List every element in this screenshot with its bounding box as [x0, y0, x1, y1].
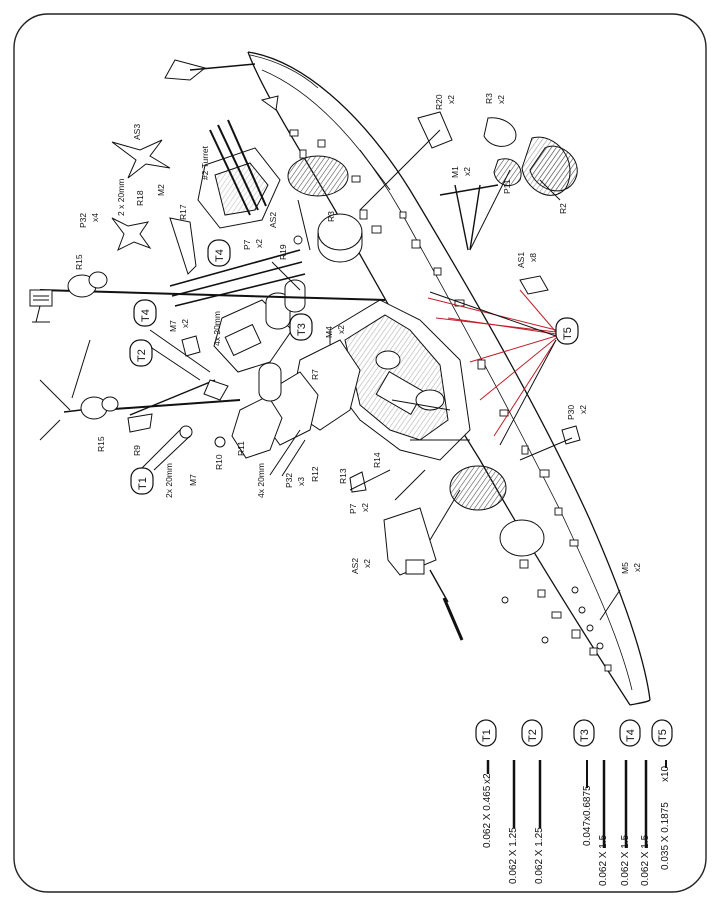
stock-size-t4b: 0.062 X 1.5 [620, 834, 631, 886]
label-m2: M2 [156, 184, 166, 196]
label-p7-upper: P7 [242, 239, 252, 250]
stock-tag-t5: T5 [651, 719, 673, 747]
callout-t4-lower: T4 [133, 299, 157, 327]
superstructure [213, 299, 471, 461]
callout-t3: T3 [289, 313, 313, 341]
upper-right-parts [417, 111, 571, 196]
label-tube-2x20-upper: 2 x 20mm [116, 179, 126, 216]
label-r3-lower: R3 [326, 211, 336, 222]
stock-tag-t2: T2 [521, 719, 543, 747]
label-p7-lower-qty: x2 [360, 503, 370, 512]
stock-tag-t2-text: T2 [527, 729, 539, 742]
label-p30-qty: x2 [578, 405, 588, 414]
callout-t4-lower-text: T4 [140, 309, 152, 322]
label-r20-qty: x2 [446, 95, 456, 104]
stock-tag-t3-text: T3 [579, 729, 591, 742]
part-labels: R20 x2 R3 x2 M1 x2 P11 R2 AS3 #2 Turret … [74, 93, 642, 574]
label-r13: R13 [338, 468, 348, 484]
stock-size-t2b: 0.062 X 1.25 [534, 827, 545, 884]
stock-tag-t4: T4 [619, 719, 641, 747]
label-r14: R14 [372, 452, 382, 468]
label-r19: R19 [278, 244, 288, 260]
label-r17: R17 [178, 204, 188, 220]
t5-leaders-dark [429, 291, 557, 446]
label-m7-lower: M7 [188, 474, 198, 486]
label-as1-qty: x8 [528, 253, 538, 262]
hull [247, 51, 651, 706]
stock-size-t1: 0.062 X 0.465 [482, 785, 493, 848]
label-p32-lower: P32 [284, 473, 294, 488]
label-m7-upper: M7 [168, 320, 178, 332]
label-r11: R11 [236, 441, 246, 456]
label-p32-lower-qty: x3 [296, 477, 306, 486]
callout-t5-text: T5 [562, 327, 574, 340]
stock-size-t3: 0.047x0.6875 [582, 785, 593, 846]
label-m4: M4 [324, 326, 334, 338]
label-r15-lower: R15 [96, 436, 106, 452]
label-r10: R10 [214, 454, 224, 470]
label-tube-4x20-lower: 4x 20mm [256, 463, 266, 498]
callout-t5: T5 [555, 317, 579, 345]
label-r7: R7 [310, 369, 320, 380]
t5-leaders [427, 289, 557, 437]
callout-t1-text: T1 [137, 477, 149, 490]
page-border [13, 13, 707, 893]
label-p11: P11 [502, 179, 512, 194]
label-p32-upper-qty: x4 [90, 213, 100, 222]
label-p7-upper-qty: x2 [254, 239, 264, 248]
stock-tag-t1-text: T1 [481, 729, 493, 742]
stock-tag-t4-text: T4 [625, 729, 637, 742]
callout-t3-text: T3 [296, 323, 308, 336]
stock-size-t2a: 0.062 X 1.25 [508, 827, 519, 884]
label-m5-qty: x2 [632, 563, 642, 572]
stock-size-t4a: 0.062 X 1.5 [598, 834, 609, 886]
label-p30: P30 [566, 405, 576, 420]
label-m5: M5 [620, 562, 630, 574]
stock-qty-t1: x2 [482, 773, 493, 784]
lower-parts [349, 275, 581, 641]
label-as2-lower-qty: x2 [362, 559, 372, 568]
turret-assembly [164, 59, 281, 229]
stock-size-t5: 0.035 X 0.1875 [660, 802, 671, 870]
label-m1: M1 [450, 166, 460, 178]
label-m4-qty: x2 [336, 325, 346, 334]
label-r3-upper-qty: x2 [496, 95, 506, 104]
label-r15-upper: R15 [74, 254, 84, 270]
label-as1: AS1 [516, 252, 526, 268]
callout-t4-upper-text: T4 [214, 249, 226, 262]
masts [39, 184, 499, 416]
stock-tag-t5-text: T5 [657, 729, 669, 742]
stock-size-t4c: 0.062 X 1.5 [640, 834, 651, 886]
callout-t1: T1 [130, 467, 154, 495]
left-fittings [29, 271, 229, 448]
callout-t2-text: T2 [136, 349, 148, 362]
label-tube-4x20-upper: 4x 20mm [212, 311, 222, 346]
label-p32-upper: P32 [78, 213, 88, 228]
callout-t2: T2 [129, 339, 153, 367]
label-r9: R9 [132, 445, 142, 456]
label-m1-qty: x2 [462, 167, 472, 176]
label-r2: R2 [558, 203, 568, 214]
label-as3: AS3 [132, 124, 142, 140]
label-turret: #2 Turret [200, 145, 210, 180]
label-tube-2x20-lower: 2x 20mm [164, 463, 174, 498]
label-as2-upper: AS2 [268, 212, 278, 228]
label-m7-upper-qty: x2 [180, 319, 190, 328]
stock-tag-t1: T1 [475, 719, 497, 747]
label-p7-lower: P7 [348, 503, 358, 514]
stock-table: T1 T2 T3 T4 T5 0.062 X 0.465 x2 0.062 X [475, 719, 673, 886]
aircraft-parts [111, 139, 197, 275]
label-as2-lower: AS2 [350, 558, 360, 574]
callouts: T1 T2 T3 T4 T4 T5 [129, 239, 579, 495]
label-r3-upper: R3 [484, 93, 494, 104]
label-r18: R18 [135, 190, 145, 206]
stock-qty-t5: x10 [660, 765, 671, 782]
label-r12: R12 [310, 466, 320, 482]
label-r20: R20 [434, 94, 444, 110]
callout-t4-upper: T4 [207, 239, 231, 267]
stock-tag-t3: T3 [573, 719, 595, 747]
